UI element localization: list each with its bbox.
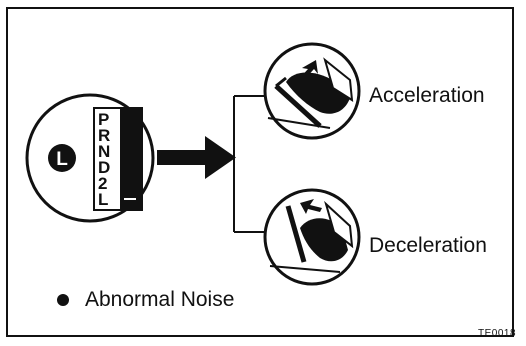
svg-text:L: L xyxy=(56,149,68,170)
gear-letters: P R N D 2 L xyxy=(98,110,110,209)
gear-letter-p: P xyxy=(98,110,109,129)
deceleration-label: Deceleration xyxy=(369,234,487,257)
gear-letter-n: N xyxy=(98,142,110,161)
gear-letter-d: D xyxy=(98,158,110,177)
abnormal-noise-label: Abnormal Noise xyxy=(85,288,235,311)
acceleration-label: Acceleration xyxy=(369,84,485,107)
deceleration-pedal-circle xyxy=(263,188,361,286)
gear-letter-l: L xyxy=(98,190,108,209)
gear-letter-r: R xyxy=(98,126,110,145)
figure-frame xyxy=(6,7,514,337)
branch-bracket xyxy=(233,95,267,233)
arrow-right-icon xyxy=(157,136,236,179)
bullet-icon xyxy=(57,294,69,306)
shift-indicator-circle xyxy=(25,93,155,223)
gear-letter-2: 2 xyxy=(98,174,107,193)
acceleration-pedal-circle xyxy=(263,42,361,140)
gear-badge: L xyxy=(48,144,76,172)
figure-code: TE0018 xyxy=(478,328,517,339)
